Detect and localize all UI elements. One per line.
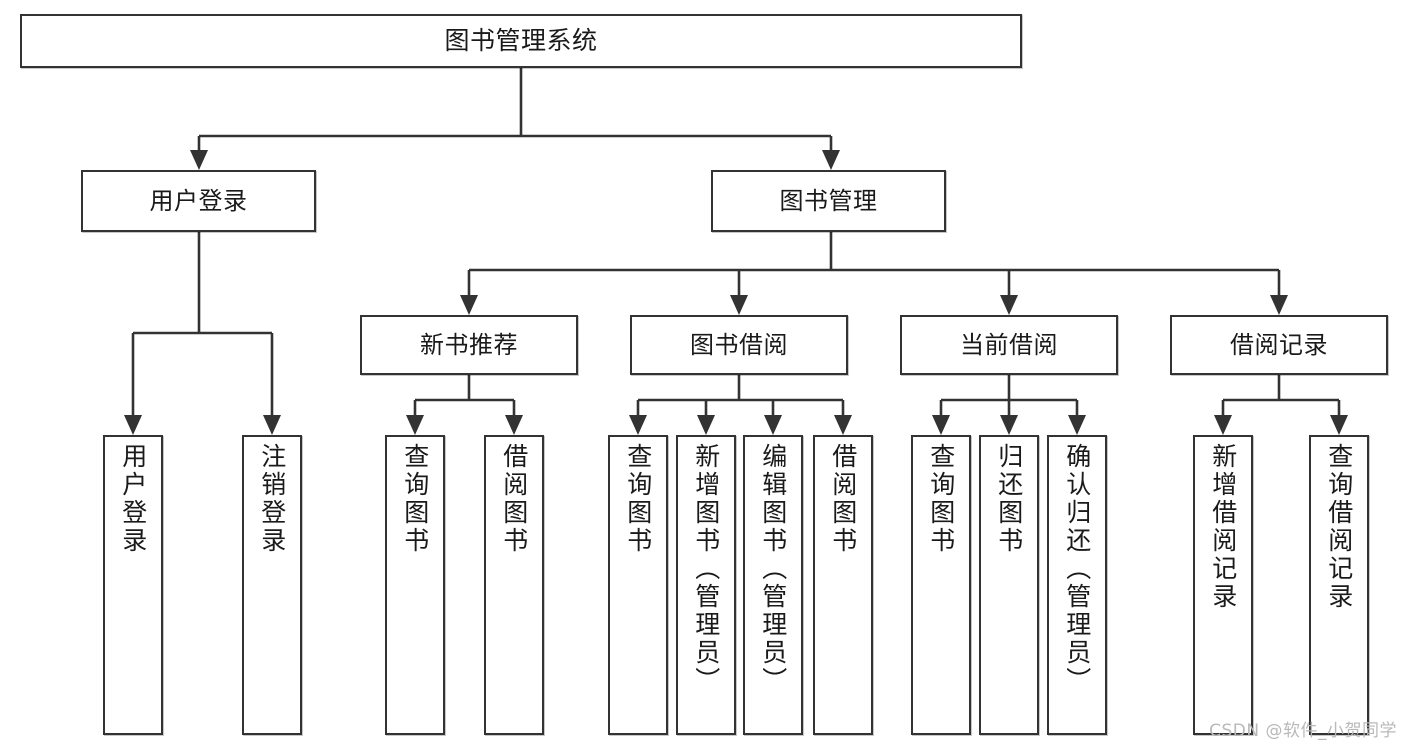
leaf-current-confirm-return[interactable]: 确认归还（管理员）: [1047, 435, 1107, 735]
arrow-head-newbook-query: [406, 415, 424, 435]
arrow-head-newbook-borrow: [505, 415, 523, 435]
node-label: 借阅记录: [1230, 330, 1328, 359]
node-borrow-record[interactable]: 借阅记录: [1170, 315, 1388, 375]
leaf-user-login[interactable]: 用户登录: [103, 435, 163, 735]
node-book-borrow[interactable]: 图书借阅: [630, 315, 848, 375]
node-current-borrow[interactable]: 当前借阅: [900, 315, 1118, 375]
node-user-login[interactable]: 用户登录: [81, 170, 316, 232]
node-label: 用户登录: [118, 443, 148, 555]
arrow-head-current-return: [1000, 415, 1018, 435]
arrow-head-borrow-add: [697, 415, 715, 435]
node-label: 图书管理: [779, 186, 878, 215]
leaf-borrow-edit-book[interactable]: 编辑图书（管理员）: [743, 435, 803, 735]
leaf-borrow-add-book[interactable]: 新增图书（管理员）: [676, 435, 736, 735]
arrow-head-record-query: [1330, 415, 1348, 435]
node-label: 查询图书: [926, 443, 956, 555]
node-label: 确认归还（管理员）: [1062, 443, 1092, 695]
node-label: 新增借阅记录: [1208, 443, 1238, 611]
node-book-management[interactable]: 图书管理: [711, 170, 946, 232]
leaf-current-query-book[interactable]: 查询图书: [911, 435, 971, 735]
arrow-head-current-borrow: [1000, 295, 1018, 315]
arrow-head-borrow-record: [1270, 295, 1288, 315]
leaf-record-add[interactable]: 新增借阅记录: [1193, 435, 1253, 735]
node-label: 注销登录: [257, 443, 287, 555]
arrow-head-current-query: [932, 415, 950, 435]
arrow-head-borrow-query: [629, 415, 647, 435]
node-label: 新书推荐: [420, 330, 518, 359]
arrow-head-leaf-user-login: [124, 415, 142, 435]
node-new-book-recommend[interactable]: 新书推荐: [360, 315, 578, 375]
node-label: 查询图书: [400, 443, 430, 555]
leaf-borrow-query-book[interactable]: 查询图书: [608, 435, 668, 735]
node-label: 图书借阅: [690, 330, 788, 359]
node-label: 当前借阅: [960, 330, 1058, 359]
node-label: 借阅图书: [828, 443, 858, 555]
leaf-record-query[interactable]: 查询借阅记录: [1309, 435, 1369, 735]
arrow-head-book-borrow: [730, 295, 748, 315]
node-label: 编辑图书（管理员）: [758, 443, 788, 695]
arrow-head-record-add: [1214, 415, 1232, 435]
arrow-head-new-book: [460, 295, 478, 315]
node-label: 借阅图书: [499, 443, 529, 555]
node-label: 用户登录: [149, 186, 248, 215]
leaf-current-return-book[interactable]: 归还图书: [979, 435, 1039, 735]
leaf-logout[interactable]: 注销登录: [242, 435, 302, 735]
arrow-head-leaf-logout: [263, 415, 281, 435]
arrow-head-current-confirm: [1068, 415, 1086, 435]
node-label: 查询图书: [623, 443, 653, 555]
node-label: 查询借阅记录: [1324, 443, 1354, 611]
leaf-newbook-borrow-book[interactable]: 借阅图书: [484, 435, 544, 735]
arrow-head-borrow-lend: [834, 415, 852, 435]
leaf-borrow-lend-book[interactable]: 借阅图书: [813, 435, 873, 735]
arrow-head-book-management: [822, 150, 840, 170]
node-label: 新增图书（管理员）: [691, 443, 721, 695]
arrow-head-borrow-edit: [764, 415, 782, 435]
node-root-system[interactable]: 图书管理系统: [20, 14, 1022, 68]
node-label: 图书管理系统: [444, 26, 598, 56]
arrow-head-user-login: [190, 150, 208, 170]
node-label: 归还图书: [994, 443, 1024, 555]
watermark: CSDN @软件_小贺同学: [1209, 721, 1397, 741]
leaf-newbook-query-book[interactable]: 查询图书: [385, 435, 445, 735]
